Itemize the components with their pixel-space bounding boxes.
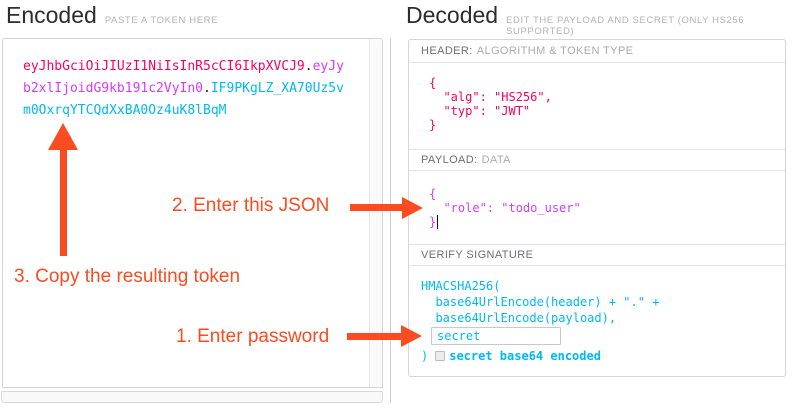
- signature-section-label: VERIFY SIGNATURE: [421, 249, 534, 261]
- signature-code-block: HMACSHA256( base64UrlEncode(header) + ".…: [409, 266, 785, 377]
- header-section-sublabel: ALGORITHM & TOKEN TYPE: [476, 45, 634, 57]
- encoded-title: Encoded: [6, 2, 97, 28]
- encoded-subtitle: PASTE A TOKEN HERE: [104, 15, 219, 26]
- up-arrow-stem: [60, 149, 67, 256]
- signature-section-bar: VERIFY SIGNATURE: [409, 244, 785, 266]
- json-line: "alg": "HS256",: [429, 90, 552, 104]
- header-section-bar: HEADER: ALGORITHM & TOKEN TYPE: [409, 40, 785, 63]
- signature-code-line: HMACSHA256(: [421, 279, 501, 293]
- encoded-scrollbar[interactable]: [369, 39, 382, 387]
- header-section-label: HEADER:: [421, 45, 473, 57]
- json-line: {: [429, 76, 437, 90]
- base64-checkbox-label[interactable]: secret base64 encoded: [449, 349, 601, 363]
- decoded-panel-header: Decoded EDIT THE PAYLOAD AND SECRET (ONL…: [406, 0, 793, 37]
- encoded-panel-header: Encoded PASTE A TOKEN HERE: [6, 0, 218, 30]
- decoded-subtitle: EDIT THE PAYLOAD AND SECRET (ONLY HS256 …: [506, 15, 745, 37]
- json-line: }: [429, 215, 785, 229]
- token-separator-dot: .: [203, 81, 211, 96]
- header-json-editor[interactable]: { "alg": "HS256", "typ": "JWT" }: [409, 63, 785, 149]
- right-arrow-stem: [350, 204, 403, 211]
- payload-section-sublabel: DATA: [481, 154, 511, 166]
- up-arrow-icon: [48, 123, 78, 150]
- token-signature-segment: IF9PKgLZ_XA70Uz5vm0OxrqYTCQdXxBA0Oz4uK8l…: [23, 81, 344, 118]
- json-line-text: }: [429, 215, 437, 229]
- json-line: "role": "todo_user": [429, 201, 581, 215]
- payload-section-bar: PAYLOAD: DATA: [409, 149, 785, 171]
- encoded-token-text[interactable]: eyJhbGciOiJIUzI1NiIsInR5cCI6IkpXVCJ9.eyJ…: [23, 56, 349, 122]
- annotation-step3: 3. Copy the resulting token: [14, 266, 241, 287]
- encoded-box-footer: [1, 391, 383, 403]
- base64-checkbox-row: ) secret base64 encoded: [421, 349, 785, 363]
- annotation-step2: 2. Enter this JSON: [172, 195, 330, 216]
- right-arrow-icon: [402, 197, 423, 219]
- json-line: "typ": "JWT": [429, 104, 531, 118]
- token-separator-dot: .: [304, 59, 313, 74]
- annotation-step1: 1. Enter password: [176, 326, 330, 347]
- json-line: }: [429, 118, 437, 132]
- text-cursor: [436, 215, 439, 229]
- decoded-title: Decoded: [406, 2, 499, 28]
- json-line: {: [429, 187, 437, 201]
- signature-code-line: base64UrlEncode(header) + "." +: [421, 295, 660, 309]
- token-payload-segment: eyJyb2xlIjoidG9kb191c2VyIn0: [23, 59, 344, 96]
- panel-divider: [390, 38, 391, 403]
- decoded-box: HEADER: ALGORITHM & TOKEN TYPE { "alg": …: [408, 39, 786, 377]
- signature-code-line: base64UrlEncode(payload),: [421, 311, 617, 325]
- right-arrow-stem: [347, 333, 402, 340]
- payload-section-label: PAYLOAD:: [421, 154, 478, 166]
- base64-encoded-checkbox[interactable]: [435, 351, 446, 361]
- secret-input[interactable]: [431, 327, 561, 345]
- encoded-token-box[interactable]: eyJhbGciOiJIUzI1NiIsInR5cCI6IkpXVCJ9.eyJ…: [2, 38, 383, 388]
- secret-input-row: [421, 327, 785, 345]
- token-header-segment: eyJhbGciOiJIUzI1NiIsInR5cCI6IkpXVCJ9: [23, 59, 305, 74]
- closing-paren: ): [421, 349, 429, 363]
- right-arrow-icon: [401, 325, 422, 347]
- payload-json-editor[interactable]: { "role": "todo_user" }: [409, 171, 785, 244]
